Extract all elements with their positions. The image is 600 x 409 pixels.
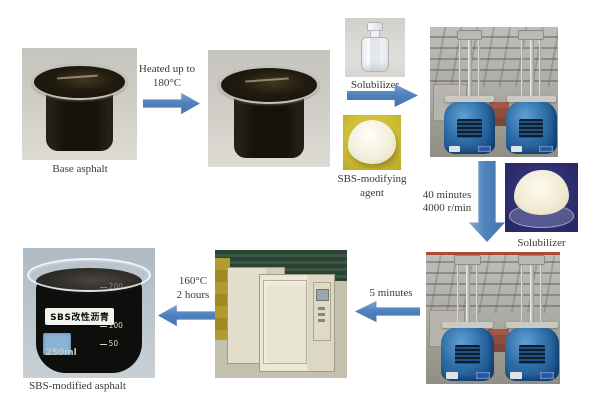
mixer-vent <box>518 118 544 138</box>
sbs-agent-line2: agent <box>360 187 384 199</box>
mixer-tag <box>510 145 522 152</box>
mixer-rod <box>521 257 524 325</box>
mixer-top-mount <box>456 29 483 40</box>
sbs-modified-asphalt-photo: 200 SBS改性沥青 100 50 250ml <box>23 248 155 378</box>
mixer-tag <box>510 372 523 379</box>
oven-cabinet-front <box>258 274 336 372</box>
beaker-rim <box>26 258 152 293</box>
mixer-top-mount <box>518 29 544 40</box>
volume-mark: 250ml <box>45 348 77 359</box>
graduation-200: 200 <box>100 283 123 291</box>
shear-mixers-photo-top <box>430 27 558 157</box>
mixer-rod <box>465 257 470 325</box>
mixer-tag <box>539 145 553 152</box>
heating-line1: Heated up to <box>138 63 196 75</box>
shearing-line1: 40 minutes <box>422 189 472 201</box>
beaker-rim <box>218 66 320 104</box>
shear-mixers-photo-bottom <box>426 252 560 384</box>
base-asphalt-caption: Base asphalt <box>52 163 108 175</box>
mixer-vent <box>454 345 481 365</box>
mixer-tag <box>540 372 555 379</box>
mixer-vent <box>518 345 545 365</box>
powder-pile <box>347 119 397 164</box>
mixer-motor <box>440 328 495 382</box>
mixer-rod <box>476 257 479 325</box>
powder-mound <box>514 169 569 216</box>
oven-door <box>262 280 308 364</box>
arrow-left-curing-icon <box>158 304 215 327</box>
shear-mixer-left <box>444 29 496 155</box>
solubilizer-bottle-photo <box>345 18 405 77</box>
solubilizer-bottle-label: Solubilizer <box>350 79 400 91</box>
sbs-agent-label: SBS-modifying agent <box>326 172 418 200</box>
mixer-plate <box>445 95 495 102</box>
mixer-top-mount <box>454 254 481 265</box>
arrow-left-swelling-icon <box>355 300 420 323</box>
oven-yellow-boxes <box>215 257 230 340</box>
oven-control-panel <box>312 281 332 342</box>
arrow-right-heating-icon <box>143 92 200 115</box>
mixer-top-mount <box>518 254 546 265</box>
mixer-tag <box>449 145 461 152</box>
curing-line2: 2 hours <box>176 289 210 301</box>
graduation-50: 50 <box>100 340 119 348</box>
mixer-rod <box>459 32 462 99</box>
shear-mixer-left <box>440 254 495 382</box>
mixer-rod <box>477 32 480 99</box>
graduation-100: 100 <box>100 322 123 330</box>
blue-sticker <box>42 332 71 355</box>
mixer-plate <box>506 95 556 102</box>
mixer-rod <box>456 257 459 325</box>
heating-step-label: Heated up to 180°C <box>130 62 204 90</box>
mixer-vent <box>457 118 482 138</box>
sbs-modified-asphalt-caption: SBS-modified asphalt <box>29 380 126 392</box>
heating-line2: 180°C <box>152 77 182 89</box>
beaker-rim <box>32 63 127 100</box>
mixer-rod <box>540 257 543 325</box>
base-asphalt-photo <box>22 48 137 160</box>
mixer-motor <box>505 328 559 382</box>
shearing-step-label: 40 minutes 4000 r/min <box>418 189 476 215</box>
solubilizer-dish-label: Solubilizer <box>517 237 566 249</box>
swelling-step-label: 5 minutes <box>369 287 413 299</box>
mixer-motor <box>444 101 496 155</box>
sbs-modifying-agent-photo <box>343 115 401 170</box>
curing-step-label: 160°C 2 hours <box>166 274 220 302</box>
shear-mixer-right <box>505 254 559 382</box>
mixer-motor <box>505 101 557 155</box>
mixer-rod <box>530 257 535 325</box>
sbs-agent-line1: SBS-modifying <box>337 173 407 185</box>
mixer-rod <box>520 32 523 99</box>
oven-photo <box>215 250 347 378</box>
beaker-label: SBS改性沥青 <box>45 307 115 325</box>
mixer-rod <box>539 32 542 99</box>
mixer-tag <box>446 372 458 379</box>
curing-line1: 160°C <box>178 275 208 287</box>
solubilizer-dish-photo <box>505 163 578 232</box>
mixer-tag <box>477 145 492 152</box>
mixer-plate <box>506 321 558 329</box>
shearing-line2: 4000 r/min <box>422 202 472 214</box>
photo-red-edge <box>426 252 560 255</box>
mixer-rod <box>529 32 534 99</box>
heated-asphalt-photo <box>208 50 330 167</box>
mixer-plate <box>441 321 494 329</box>
bottle-body <box>361 37 389 72</box>
shear-mixer-right <box>505 29 557 155</box>
mixer-tag <box>476 372 491 379</box>
mixer-rod <box>468 32 473 99</box>
